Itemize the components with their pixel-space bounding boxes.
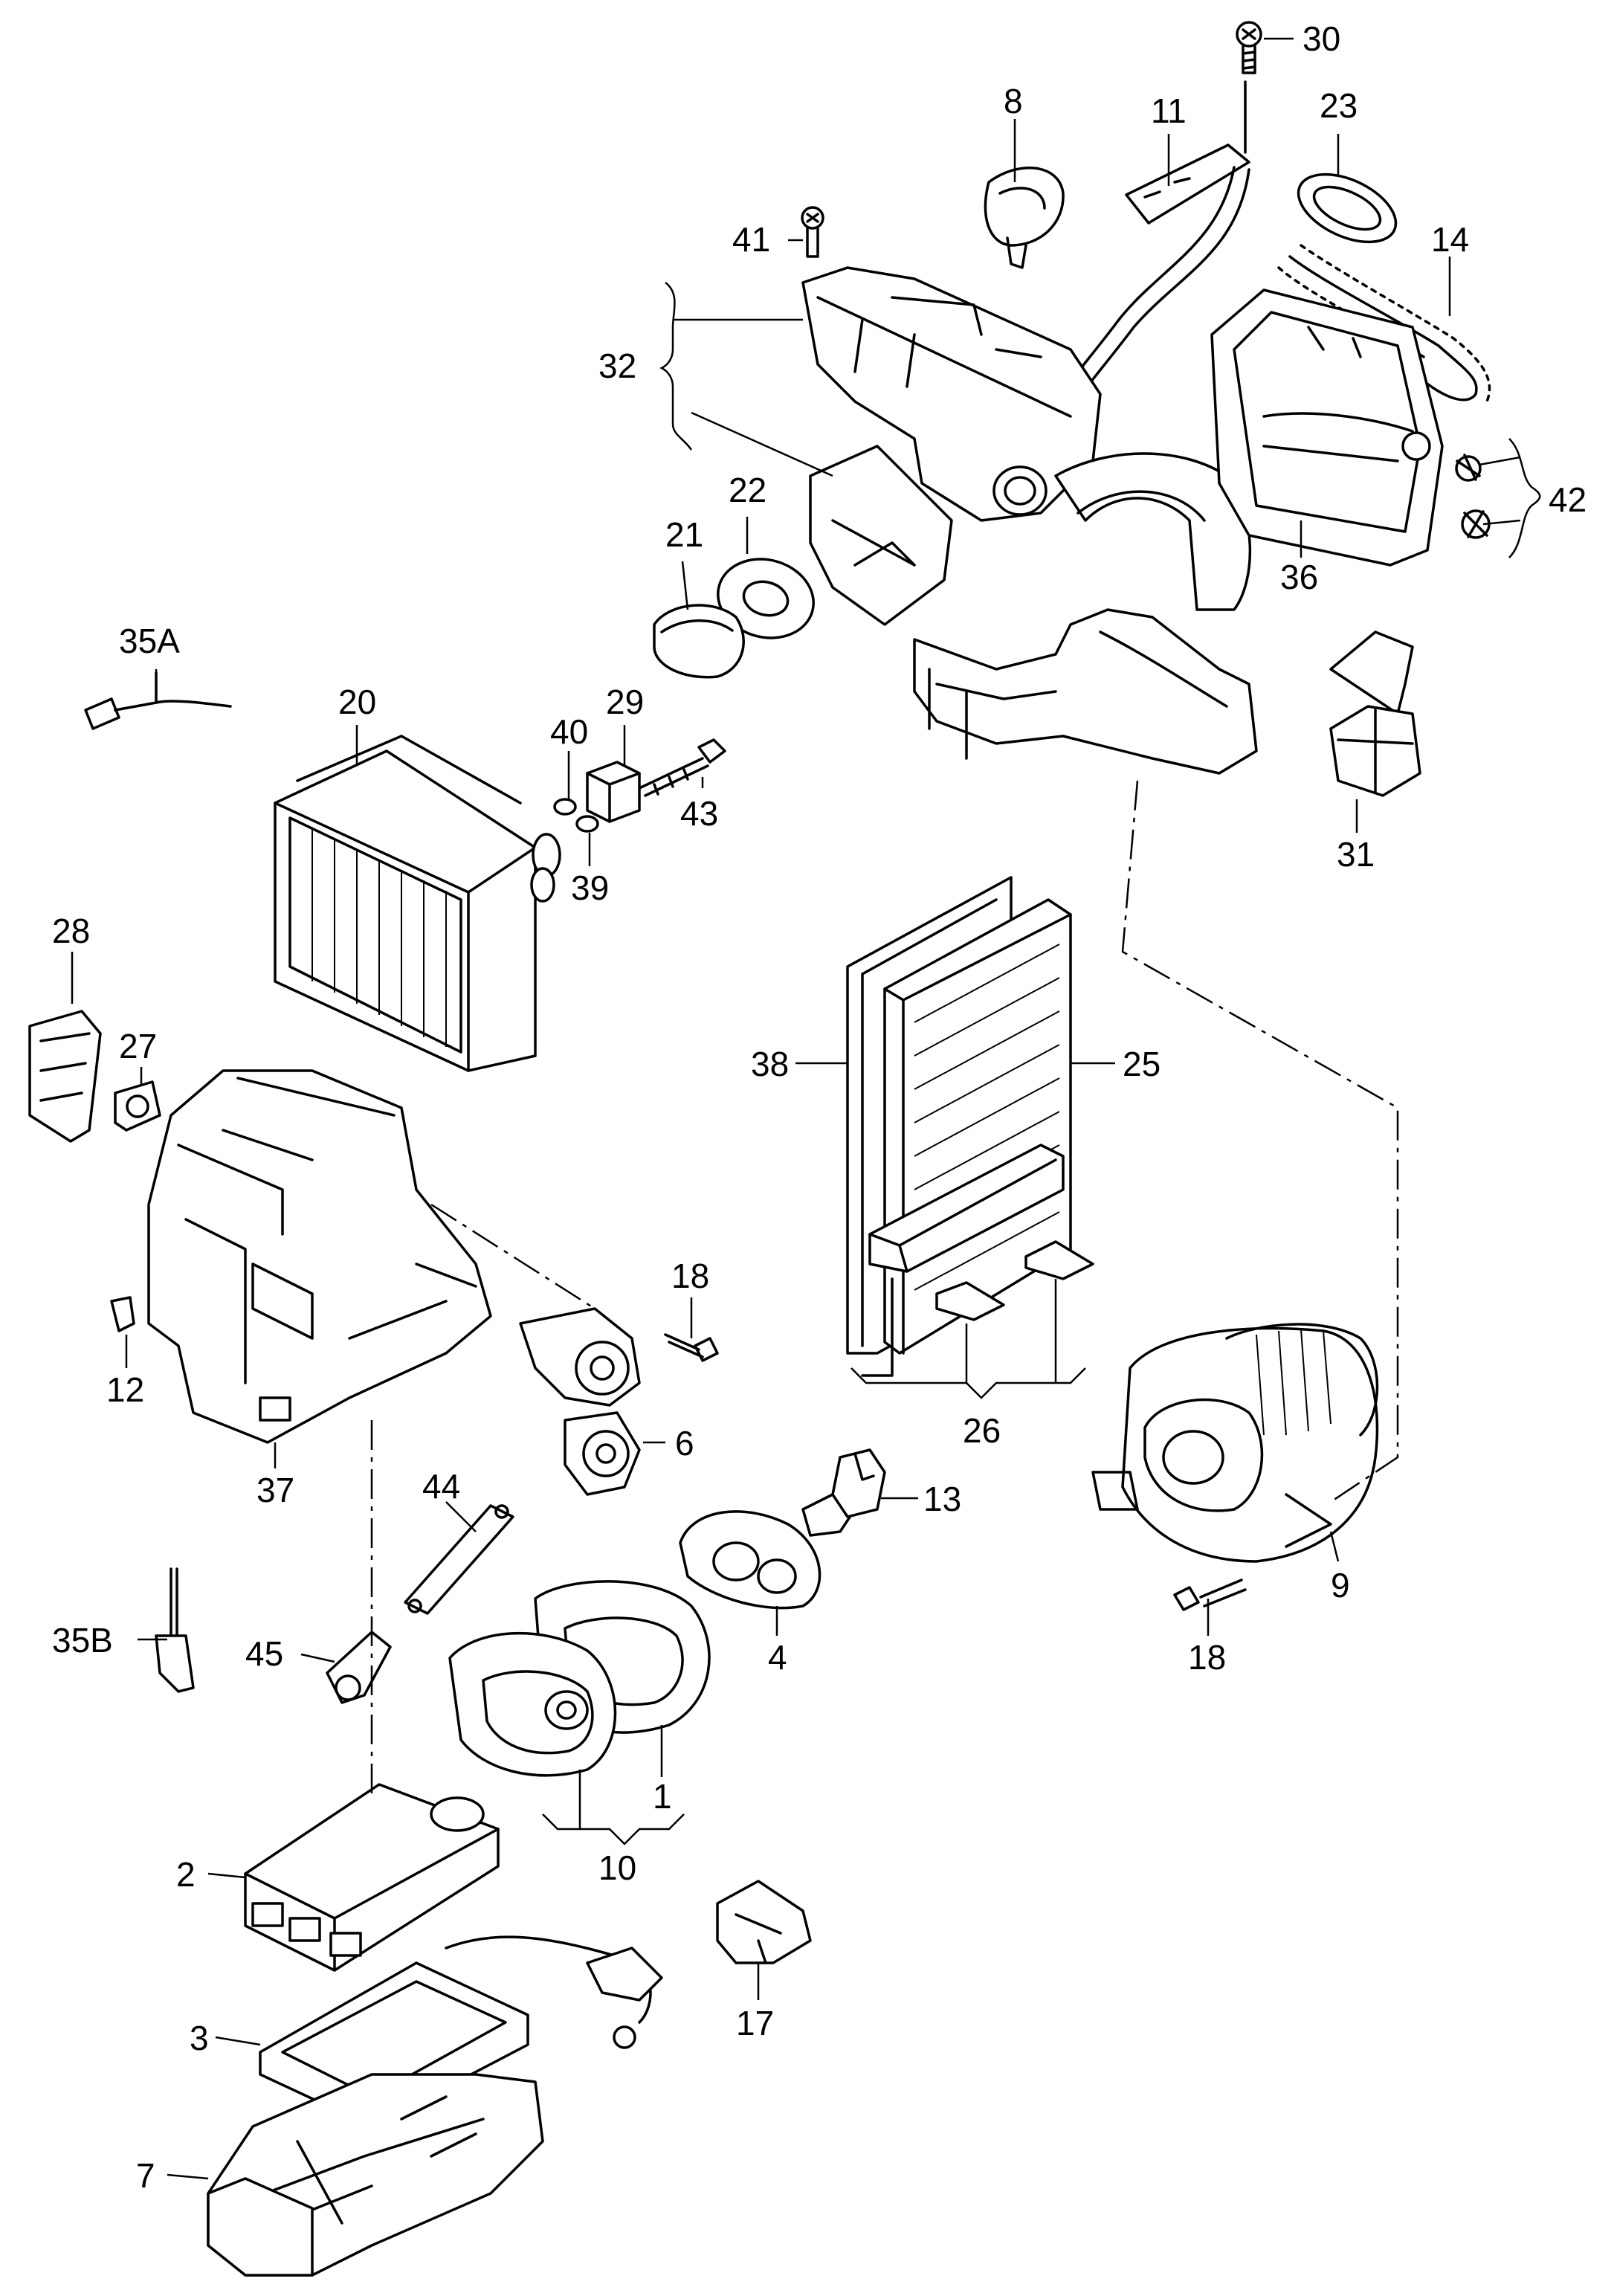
callout-29: 29 (606, 683, 644, 721)
callout-42: 42 (1549, 480, 1586, 519)
part-9-blower-motor (1091, 1323, 1379, 1563)
callout-8: 8 (1004, 82, 1023, 120)
part-4-duct-seal (679, 1510, 821, 1610)
callout-13: 13 (923, 1480, 961, 1518)
callout-38: 38 (751, 1045, 789, 1083)
part-17-connector (716, 1880, 812, 1964)
callout-3: 3 (190, 2019, 209, 2057)
part-29-expansion-block (586, 761, 641, 823)
callout-39: 39 (571, 868, 609, 907)
part-30-screw (1236, 21, 1262, 74)
part-10-seal (448, 1631, 617, 1777)
part-35A-sensor (84, 671, 232, 730)
callout-35B: 35B (52, 1621, 113, 1660)
callout-18b: 18 (1188, 1638, 1226, 1677)
callout-44: 44 (422, 1467, 460, 1506)
callout-17: 17 (736, 2004, 774, 2042)
callout-20: 20 (338, 683, 376, 721)
part-18-screw-upper (664, 1333, 719, 1362)
callout-1: 1 (653, 1777, 672, 1816)
callout-18a: 18 (671, 1257, 709, 1295)
part-31-servo (1329, 631, 1421, 797)
callout-2: 2 (176, 1855, 196, 1894)
part-8-cap (984, 167, 1065, 269)
callout-45: 45 (245, 1634, 283, 1673)
part-41-screw (801, 206, 824, 258)
part-32-upper-housing (801, 266, 1258, 775)
callout-41: 41 (732, 220, 770, 259)
part-18-screw-lower (1173, 1578, 1247, 1611)
part-7-lower-housing (207, 2073, 544, 2277)
part-35B-sensor (155, 1567, 195, 1693)
part-36-intake-housing (1210, 288, 1444, 567)
callout-6: 6 (675, 1424, 694, 1463)
part-44-link (404, 1504, 514, 1615)
callout-25: 25 (1123, 1045, 1161, 1083)
part-6-servo (519, 1307, 641, 1496)
part-23-seal (1297, 172, 1398, 244)
callout-31: 31 (1337, 835, 1375, 874)
callout-35A: 35A (119, 622, 180, 660)
callout-labels: 30 8 11 23 41 14 32 22 21 42 36 35A 20 2… (52, 19, 1586, 2195)
part-40-oring (553, 798, 577, 816)
part-13-sensor (801, 1448, 886, 1537)
part-12-clip (110, 1296, 135, 1332)
leader-lines (71, 37, 1541, 2180)
callout-4: 4 (768, 1638, 787, 1677)
callout-28: 28 (52, 912, 90, 950)
part-26-filter-parts (861, 1144, 1094, 1377)
callout-40: 40 (550, 712, 588, 751)
part-3-cover (259, 1935, 663, 2128)
callout-14: 14 (1431, 220, 1469, 259)
callout-22: 22 (729, 471, 766, 509)
callout-26: 26 (963, 1411, 1001, 1450)
callout-23: 23 (1320, 86, 1358, 125)
callout-37: 37 (256, 1471, 294, 1509)
part-21-cap (653, 604, 745, 679)
part-37-heater-box (147, 1069, 492, 1444)
part-22-ring (717, 558, 815, 639)
part-27-actuator (114, 1080, 161, 1132)
callout-21: 21 (665, 515, 703, 554)
part-45-lever (326, 1631, 392, 1704)
callout-9: 9 (1331, 1566, 1350, 1605)
part-43-bolt (638, 738, 726, 797)
callout-30: 30 (1303, 19, 1340, 58)
part-42-gears (1455, 454, 1491, 539)
callout-7: 7 (136, 2156, 155, 2195)
part-39-oring (575, 815, 599, 833)
callout-43: 43 (680, 794, 718, 833)
callout-11: 11 (1151, 91, 1187, 130)
part-2-heater-core (244, 1783, 500, 1972)
callout-36: 36 (1280, 558, 1318, 596)
callout-12: 12 (106, 1370, 144, 1409)
assembly-lines (370, 780, 1399, 1799)
part-28-flap (28, 1010, 102, 1143)
callout-32: 32 (598, 346, 636, 385)
callout-27: 27 (119, 1027, 157, 1065)
callout-10: 10 (598, 1848, 636, 1887)
part-20-evaporator (274, 735, 561, 1072)
